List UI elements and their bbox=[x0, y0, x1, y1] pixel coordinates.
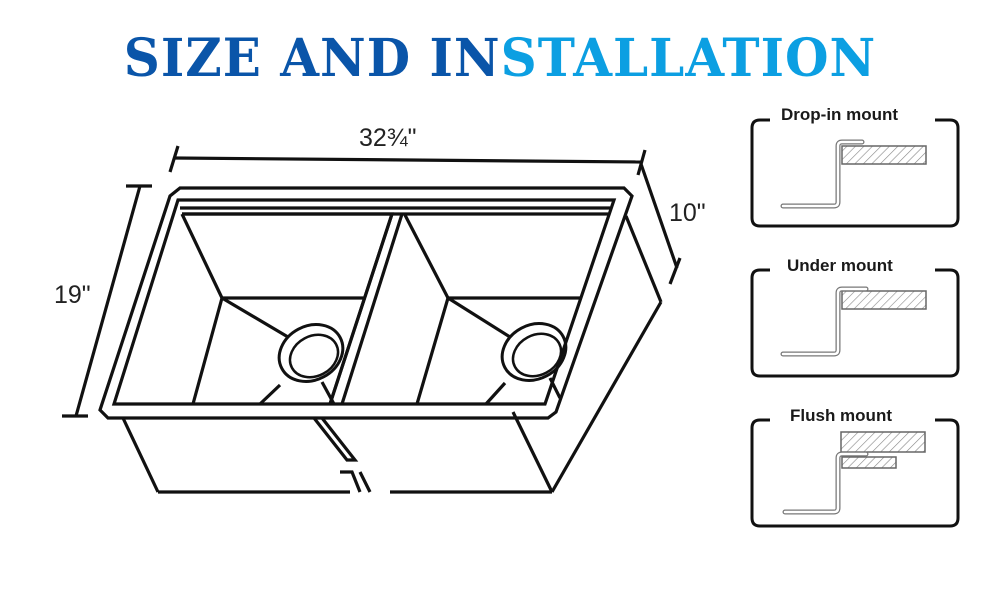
sink-inner-rim bbox=[111, 198, 617, 406]
sink-outer-rim bbox=[98, 186, 634, 420]
under-mount-label: Under mount bbox=[782, 256, 898, 276]
drop-in-mount-label: Drop-in mount bbox=[776, 105, 904, 125]
length-dimension-line bbox=[168, 145, 647, 176]
drop-in-mount-diagram bbox=[750, 118, 960, 228]
flush-mount-diagram bbox=[750, 418, 960, 528]
length-label: 32¾" bbox=[359, 124, 417, 152]
page-title: SIZE AND INSTALLATION bbox=[0, 27, 1000, 90]
depth-dimension-line bbox=[639, 163, 682, 285]
title-part-2: STALLATION bbox=[500, 26, 877, 89]
sink-body bbox=[121, 215, 663, 494]
flush-mount-label: Flush mount bbox=[785, 406, 897, 426]
right-bowl bbox=[403, 214, 582, 406]
title-part-1: SIZE AND IN bbox=[123, 26, 501, 89]
right-drain bbox=[500, 322, 568, 382]
left-drain bbox=[277, 323, 345, 383]
width-label: 19" bbox=[54, 281, 91, 309]
depth-label: 10" bbox=[669, 199, 706, 227]
width-dimension-line bbox=[62, 184, 152, 418]
under-mount-diagram bbox=[750, 268, 960, 378]
